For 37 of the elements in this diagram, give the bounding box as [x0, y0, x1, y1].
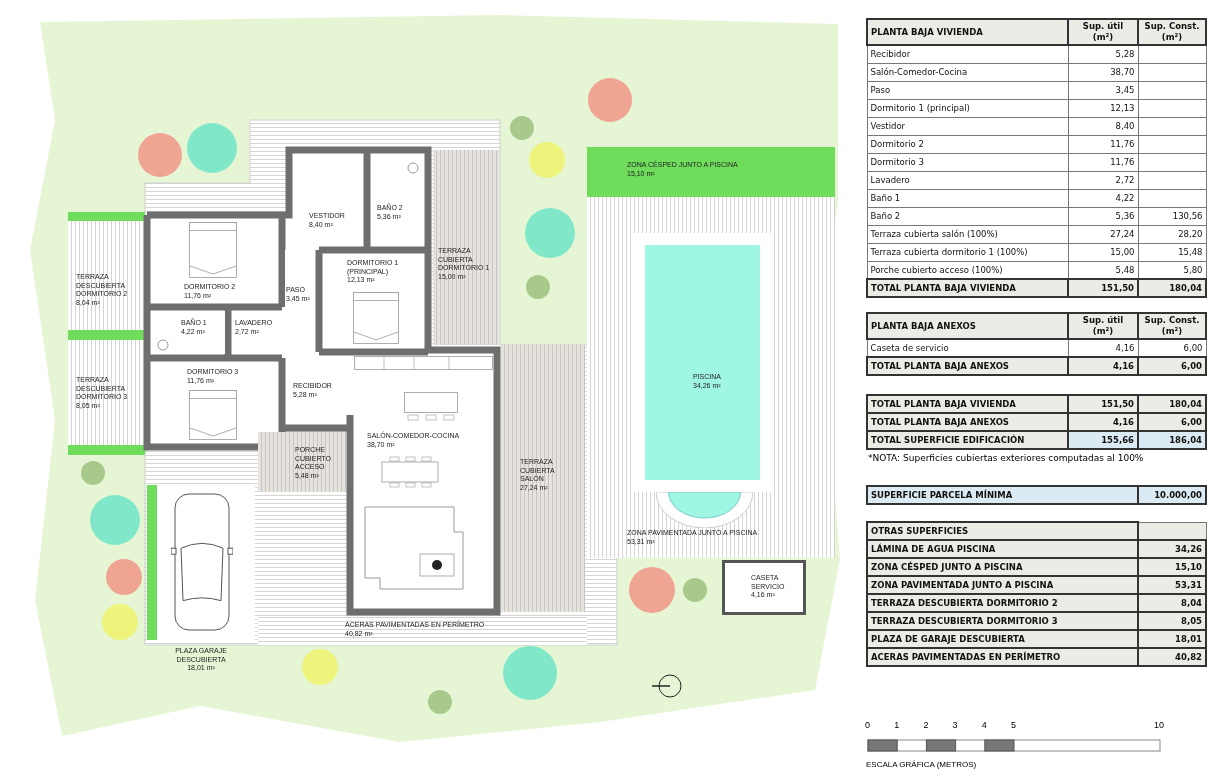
- scale-number: 5: [1011, 720, 1016, 730]
- paved-walkway: [258, 617, 587, 645]
- column-header: Sup. útil (m²): [1068, 313, 1138, 339]
- paved-pool-deck: [587, 197, 835, 558]
- table-heading: PLANTA BAJA ANEXOS: [867, 313, 1068, 339]
- column-header: Sup. útil (m²): [1068, 19, 1138, 45]
- scale-number: 2: [923, 720, 929, 730]
- scale-number: 3: [952, 720, 958, 730]
- total-value: 180,04: [1138, 395, 1206, 413]
- total-value: 151,50: [1068, 395, 1138, 413]
- column-header: Sup. Const. (m²): [1138, 19, 1206, 45]
- total-value: 4,16: [1068, 357, 1138, 375]
- total-label: OTRAS SUPERFICIES: [867, 522, 1138, 540]
- scale-number: 1: [894, 720, 900, 730]
- total-value: 10.000,00: [1138, 486, 1206, 504]
- covered-terrace: [258, 432, 346, 492]
- footnote: *NOTA: Superficies cubiertas exteriores computadas al 100%: [868, 453, 1144, 463]
- open-terrace: [68, 221, 143, 330]
- scale-caption: ESCALA GRÁFICA (METROS): [866, 760, 977, 769]
- total-value: 34,26: [1138, 540, 1206, 558]
- total-label: SUPERFICIE PARCELA MÍNIMA: [867, 486, 1138, 504]
- scale-number: 10: [1154, 720, 1164, 730]
- column-header: Sup. Const. (m²): [1138, 313, 1206, 339]
- total-value: 151,50: [1068, 279, 1138, 297]
- open-terrace: [68, 340, 143, 445]
- table-heading: PLANTA BAJA VIVIENDA: [867, 19, 1068, 45]
- service-shed: [722, 560, 806, 615]
- total-label: TOTAL PLANTA BAJA ANEXOS: [867, 357, 1068, 375]
- covered-terrace: [501, 345, 585, 612]
- scale-number: 0: [865, 720, 870, 730]
- total-value: 180,04: [1138, 279, 1206, 297]
- total-label: TOTAL PLANTA BAJA VIVIENDA: [867, 279, 1068, 297]
- total-value: 6,00: [1138, 357, 1206, 375]
- total-label: TOTAL PLANTA BAJA VIVIENDA: [867, 395, 1068, 413]
- lawn-area: [587, 147, 835, 197]
- covered-terrace: [433, 150, 500, 345]
- scale-number: 4: [981, 720, 987, 730]
